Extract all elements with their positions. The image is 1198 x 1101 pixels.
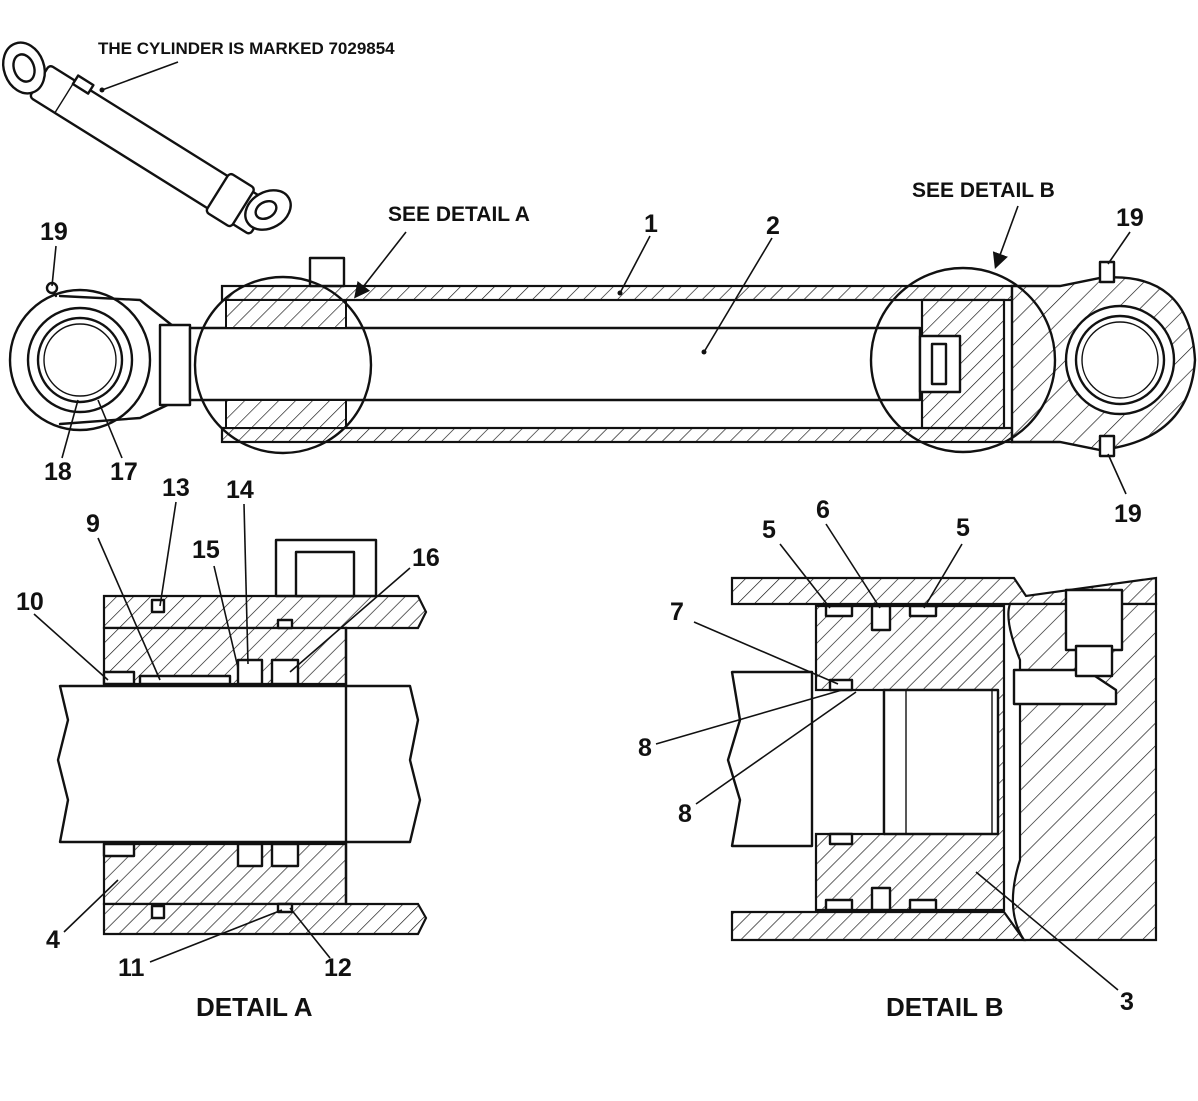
callout-8-upper: 8 <box>638 734 652 762</box>
cylinder-marking-note: THE CYLINDER IS MARKED 7029854 <box>98 39 395 58</box>
main-cylinder-section <box>8 205 1197 495</box>
callout-19-bottom-right: 19 <box>1114 500 1142 528</box>
callout-10: 10 <box>16 588 44 616</box>
callout-18: 18 <box>44 458 72 486</box>
detail-a-title: DETAIL A <box>196 992 313 1022</box>
callout-16: 16 <box>412 544 440 572</box>
callout-5-left: 5 <box>762 516 776 544</box>
callout-15: 15 <box>192 536 220 564</box>
detail-b-section <box>655 523 1158 991</box>
callout-3: 3 <box>1120 988 1134 1016</box>
callout-19-top-right: 19 <box>1116 204 1144 232</box>
callout-9: 9 <box>86 510 100 538</box>
callout-7: 7 <box>670 598 684 626</box>
callout-5-right: 5 <box>956 514 970 542</box>
callout-11: 11 <box>118 954 145 982</box>
callout-8-lower: 8 <box>678 800 692 828</box>
callout-13: 13 <box>162 474 190 502</box>
callout-17: 17 <box>110 458 138 486</box>
callout-4: 4 <box>46 926 60 954</box>
callout-12: 12 <box>324 954 352 982</box>
see-detail-a-label: SEE DETAIL A <box>388 203 530 226</box>
callout-1: 1 <box>644 210 658 238</box>
callout-2: 2 <box>766 212 780 240</box>
detail-b-title: DETAIL B <box>886 992 1004 1022</box>
callout-19-left: 19 <box>40 218 68 246</box>
detail-a-section <box>33 501 428 963</box>
callout-6: 6 <box>816 496 830 524</box>
callout-14: 14 <box>226 476 254 504</box>
isometric-cylinder-view <box>2 41 292 235</box>
see-detail-b-label: SEE DETAIL B <box>912 179 1055 202</box>
